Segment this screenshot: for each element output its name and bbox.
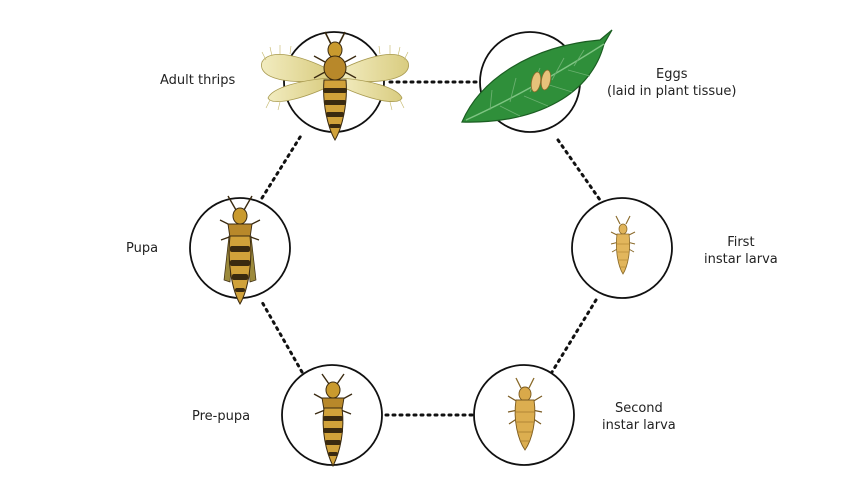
first-instar-larva-icon <box>610 215 636 275</box>
connector-first-larva-second-larva <box>550 298 598 374</box>
label-second-instar-larva: Second instar larva <box>602 401 676 433</box>
adult-thrips-icon <box>261 31 409 141</box>
second-instar-larva-icon <box>507 377 543 451</box>
egg-icon <box>540 69 552 91</box>
pupa-icon <box>219 195 261 306</box>
label-first-instar-larva: First instar larva <box>704 235 778 267</box>
prepupa-icon <box>313 373 353 468</box>
stage-circles <box>189 31 673 466</box>
label-adult-thrips: Adult thrips <box>160 73 236 88</box>
egg-icon <box>530 71 542 93</box>
label-prepupa: Pre-pupa <box>192 409 251 424</box>
connector-eggs-first-larva <box>556 138 602 202</box>
connector-prepupa-pupa <box>260 300 304 374</box>
label-eggs: Eggs (laid in plant tissue) <box>607 67 737 99</box>
cycle-connectors <box>260 80 602 417</box>
leaf-with-eggs-icon <box>461 29 613 123</box>
label-pupa: Pupa <box>126 241 159 256</box>
connector-pupa-adult <box>260 132 304 200</box>
